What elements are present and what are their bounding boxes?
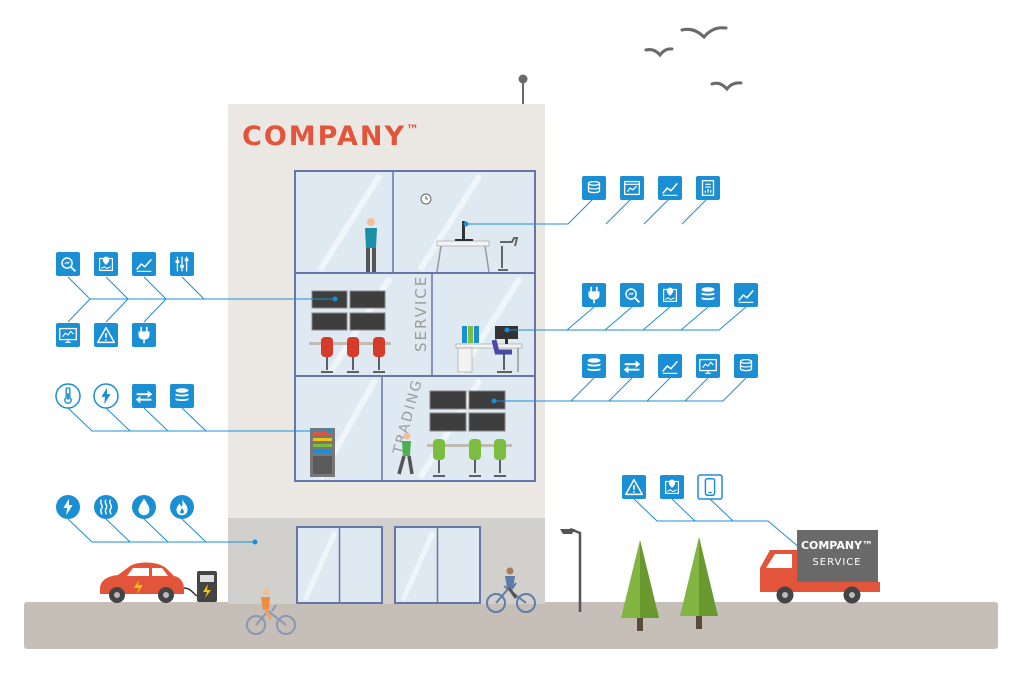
warning-icon[interactable] [622,475,646,499]
search-analytics-icon[interactable] [56,252,80,276]
database-icon[interactable] [696,283,720,307]
icon-group-truck [622,474,723,500]
thermometer-icon[interactable] [55,383,81,409]
entrance-doors[interactable] [296,526,481,604]
icon-group-right-lower [582,354,758,378]
server-rack [310,428,335,477]
ground [24,602,998,649]
company-logo: COMPANY™ [242,121,421,152]
bird-icon [710,81,743,92]
mobile-phone-icon[interactable] [697,474,723,500]
warning-icon[interactable] [94,323,118,347]
lightning-icon[interactable] [56,495,80,519]
exchange-arrows-icon[interactable] [132,384,156,408]
line-chart-icon[interactable] [658,176,682,200]
monitor-dashboard-icon[interactable] [56,323,80,347]
antenna [518,74,528,84]
map-pin-icon[interactable] [660,475,684,499]
icon-group-left-bottom [56,495,194,519]
building: COMPANY™ [228,104,545,604]
truck-service-label: SERVICE [812,557,861,568]
service-truck: COMPANY™ SERVICE [760,530,880,604]
tree [680,537,718,629]
electric-car [100,562,199,603]
person-walking [397,432,414,475]
street-lamp [560,527,582,612]
analytics-window-icon[interactable] [620,176,644,200]
icon-group-right-middle [582,283,758,307]
monitor-dashboard-icon[interactable] [696,354,720,378]
lightning-icon[interactable] [93,383,119,409]
coins-icon[interactable] [582,176,606,200]
sliders-icon[interactable] [170,252,194,276]
cyclist-right [486,567,536,613]
bird-icon [680,26,728,40]
truck-brand: COMPANY™ [801,539,873,552]
cyclist-left [246,588,296,635]
bird-icon [644,47,674,58]
birds [644,26,743,92]
database-icon[interactable] [582,354,606,378]
icon-group-left-upper [56,252,194,347]
icon-group-top-right [582,176,720,200]
coins-icon[interactable] [734,354,758,378]
plug-icon[interactable] [132,323,156,347]
database-icon[interactable] [170,384,194,408]
building-ground-floor [228,518,545,604]
service-label: SERVICE [412,275,430,352]
connector-lines [67,197,803,551]
heat-waves-icon[interactable] [94,495,118,519]
icon-group-left-middle [55,383,194,409]
workstation [455,326,523,373]
service-room: SERVICE [309,275,430,373]
map-pin-icon[interactable] [94,252,118,276]
plug-icon[interactable] [582,283,606,307]
office-desk [420,193,519,273]
line-chart-icon[interactable] [734,283,758,307]
tree [621,540,659,631]
map-pin-icon[interactable] [658,283,682,307]
line-chart-icon[interactable] [658,354,682,378]
report-icon[interactable] [696,176,720,200]
flame-icon[interactable] [170,495,194,519]
line-chart-icon[interactable] [132,252,156,276]
search-analytics-icon[interactable] [620,283,644,307]
person-standing [365,218,377,272]
charging-station [197,571,217,602]
exchange-arrows-icon[interactable] [620,354,644,378]
water-drop-icon[interactable] [132,495,156,519]
